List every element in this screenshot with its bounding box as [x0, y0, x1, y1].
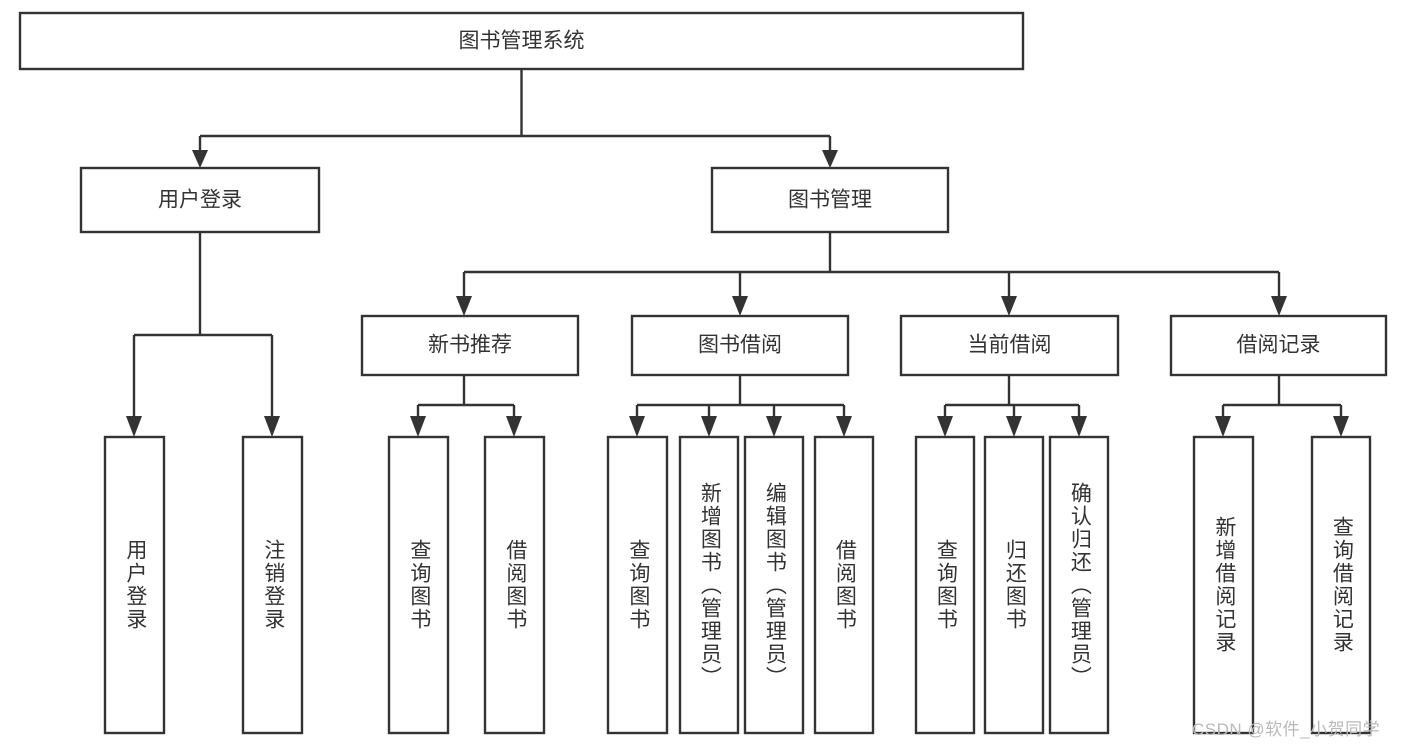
node-leaf-user-login-box[interactable]: [103, 435, 166, 735]
arrow-head-edit-book: [766, 416, 782, 437]
node-root[interactable]: 图书管理系统: [18, 11, 1025, 71]
node-new-book-recommend-box[interactable]: [360, 314, 580, 377]
node-user-login-box[interactable]: [79, 166, 321, 234]
node-leaf-borrow-book-rec-box[interactable]: [483, 435, 546, 735]
arrow-head-book-manage: [822, 150, 838, 168]
node-root-label: 图书管理系统: [459, 30, 585, 53]
connector-group-borrow-record-children: [1215, 375, 1349, 437]
csdn-watermark: CSDN @软件_小贺同学: [1192, 720, 1381, 739]
node-leaf-logout-box[interactable]: [241, 435, 304, 735]
arrow-head-query-book-rec: [410, 416, 426, 437]
node-borrow-record[interactable]: 借阅记录: [1169, 314, 1388, 377]
connector-group-book-borrow-children: [629, 375, 852, 437]
node-leaf-edit-book-box[interactable]: [743, 435, 805, 735]
connector-group-root-to-level1: [192, 69, 838, 168]
arrow-head-book-borrow: [732, 296, 748, 316]
arrow-head-query-book-cur: [937, 416, 953, 437]
arrow-head-query-record: [1333, 416, 1349, 437]
node-current-borrow-box[interactable]: [899, 314, 1120, 377]
node-leaf-return-book-box[interactable]: [983, 435, 1045, 735]
node-leaf-add-book-box[interactable]: [678, 435, 740, 735]
node-book-manage-label: 图书管理: [788, 189, 872, 212]
node-leaf-borrow-book-box[interactable]: [813, 435, 875, 735]
node-leaf-add-record-box[interactable]: [1192, 435, 1255, 735]
node-borrow-record-box[interactable]: [1169, 314, 1388, 377]
arrow-head-confirm-return: [1071, 416, 1087, 437]
node-book-borrow-box[interactable]: [630, 314, 850, 377]
arrow-head-borrow-book-rec: [506, 416, 522, 437]
arrow-head-borrow-book: [836, 416, 852, 437]
node-leaf-query-book-rec-box[interactable]: [387, 435, 450, 735]
node-user-login-label: 用户登录: [158, 189, 242, 212]
node-leaf-confirm-return-box[interactable]: [1048, 435, 1110, 735]
arrow-head-query-book-borrow: [629, 416, 645, 437]
node-borrow-record-label: 借阅记录: [1237, 334, 1321, 357]
arrow-head-add-book: [701, 416, 717, 437]
connector-group-book-manage-children: [456, 232, 1287, 316]
arrow-head-add-record: [1215, 416, 1231, 437]
node-book-manage-box[interactable]: [710, 166, 950, 234]
arrow-head-return-book: [1006, 416, 1022, 437]
node-book-manage[interactable]: 图书管理: [710, 166, 950, 234]
node-current-borrow[interactable]: 当前借阅: [899, 314, 1120, 377]
node-user-login[interactable]: 用户登录: [79, 166, 321, 234]
leaf-boxes-group: [103, 435, 1372, 735]
node-new-book-recommend-label: 新书推荐: [428, 334, 512, 357]
arrow-head-user-login: [192, 150, 208, 168]
node-new-book-recommend[interactable]: 新书推荐: [360, 314, 580, 377]
arrow-head-borrow-record: [1271, 296, 1287, 316]
node-leaf-query-book-cur-box[interactable]: [914, 435, 976, 735]
connector-group-current-borrow-children: [937, 375, 1087, 437]
node-leaf-query-record-box[interactable]: [1310, 435, 1372, 735]
arrow-head-current-borrow: [1001, 296, 1017, 316]
arrow-head-new-book-recommend: [456, 296, 472, 316]
arrow-head-leaf-logout: [264, 416, 280, 437]
node-book-borrow[interactable]: 图书借阅: [630, 314, 850, 377]
node-current-borrow-label: 当前借阅: [968, 334, 1052, 357]
arrow-head-leaf-user-login: [126, 416, 142, 437]
connector-group-user-login-children: [126, 232, 280, 437]
node-book-borrow-label: 图书借阅: [698, 334, 782, 357]
node-leaf-query-book-borrow-box[interactable]: [606, 435, 669, 735]
connector-group-new-book-children: [410, 375, 522, 437]
node-root-box[interactable]: [18, 11, 1025, 71]
